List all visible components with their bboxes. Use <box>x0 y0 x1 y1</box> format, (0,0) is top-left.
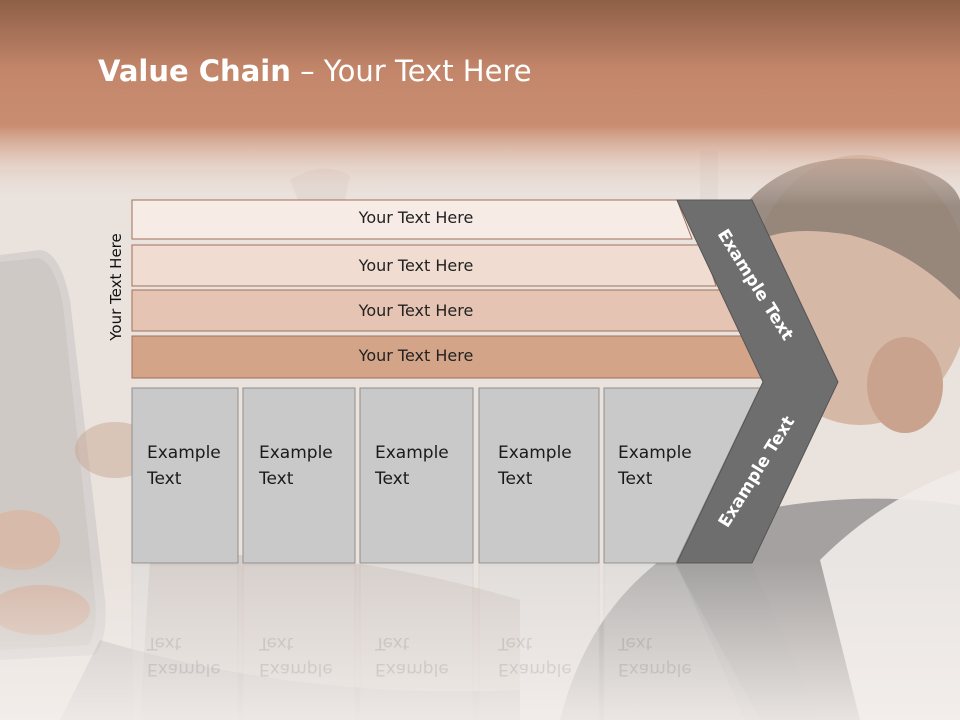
bottom-fade <box>0 560 960 720</box>
row-bar-1 <box>131 199 693 240</box>
row-label-3: Your Text Here <box>358 301 474 320</box>
row-bar-2 <box>131 244 717 287</box>
row-bars <box>131 199 766 379</box>
title-bold: Value Chain <box>98 54 291 88</box>
title-rest: – Your Text Here <box>290 54 532 88</box>
row-label-2: Your Text Here <box>358 256 474 275</box>
header-band <box>0 0 960 206</box>
slide-title: Value Chain – Your Text Here <box>98 54 532 88</box>
cell-blocks <box>131 387 761 564</box>
row-label-4: Your Text Here <box>358 346 474 365</box>
row-label-1: Your Text Here <box>358 208 474 227</box>
side-label: Your Text Here <box>107 233 125 341</box>
